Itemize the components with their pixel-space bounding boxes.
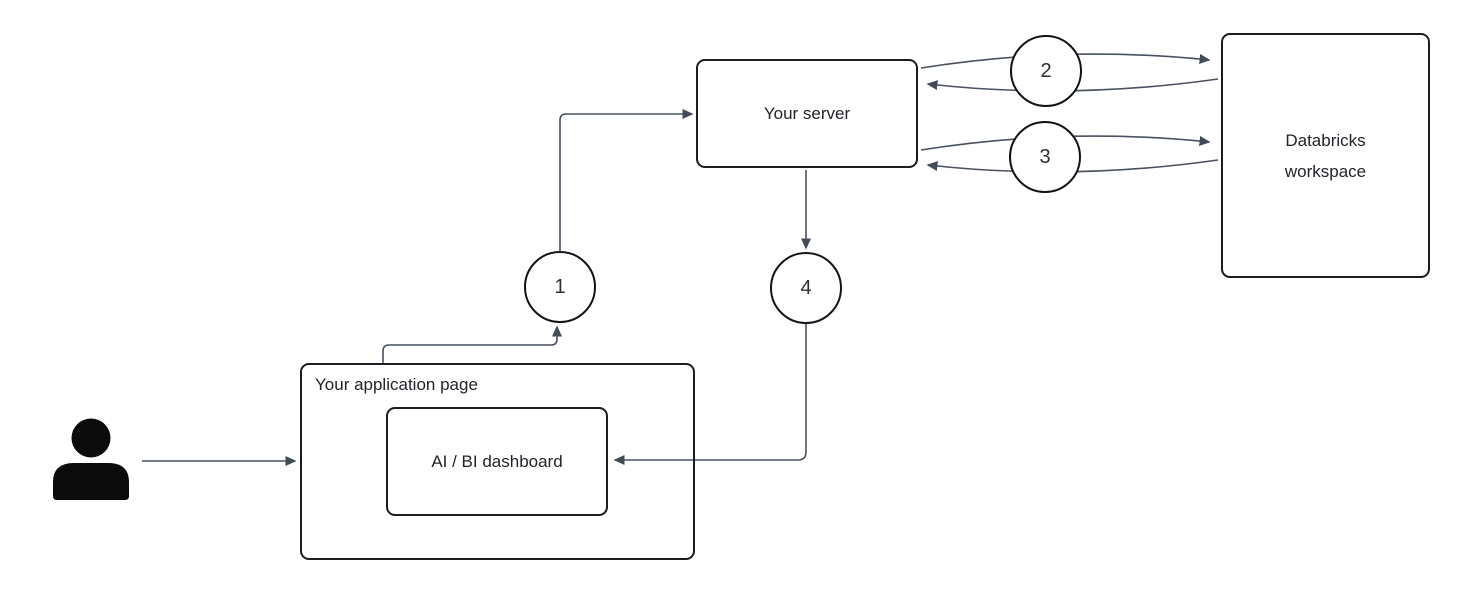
databricks-workspace-label: Databricks workspace [1284, 130, 1367, 181]
step-circle-4: 4 [770, 252, 842, 324]
node-your-server: Your server [696, 59, 918, 168]
application-page-label: Your application page [315, 375, 478, 394]
your-server-label: Your server [763, 104, 851, 123]
aibi-dashboard-label: AI / BI dashboard [431, 452, 563, 471]
step-number-2: 2 [1040, 59, 1052, 82]
node-databricks-workspace: Databricks workspace [1221, 33, 1430, 278]
step-circle-1: 1 [524, 251, 596, 323]
arrow-step1-to-server [559, 109, 694, 251]
step-circle-3: 3 [1009, 121, 1081, 193]
user-icon [52, 418, 130, 505]
step-number-3: 3 [1039, 145, 1051, 168]
arrow-app-to-step1 [382, 325, 562, 363]
node-application-page: Your application page [300, 363, 695, 560]
node-aibi-dashboard: AI / BI dashboard [386, 407, 608, 516]
arrow-step4-to-dashboard [613, 324, 807, 465]
step-number-4: 4 [800, 276, 812, 299]
step-number-1: 1 [554, 275, 566, 298]
step-circle-2: 2 [1010, 35, 1082, 107]
